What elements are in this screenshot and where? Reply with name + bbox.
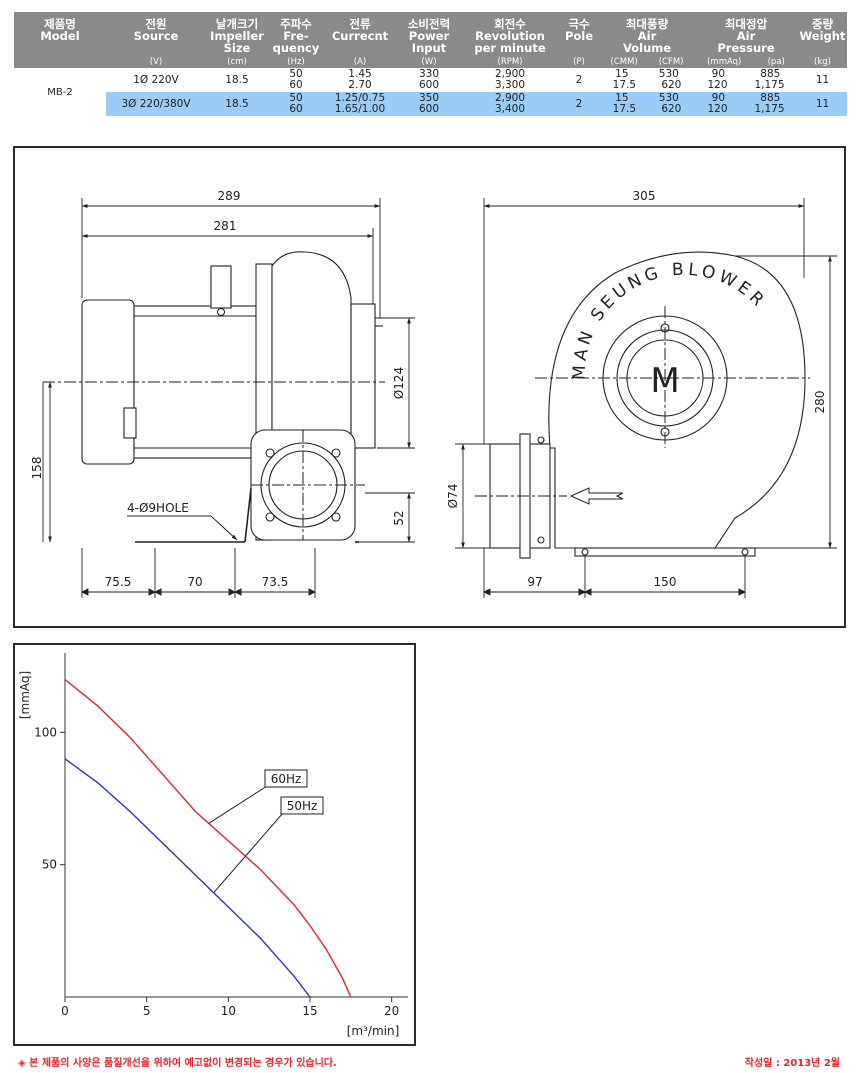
size-cell: 18.5: [225, 73, 249, 86]
dim-height-right: 280: [813, 391, 827, 414]
x-tick-label: 5: [143, 1004, 151, 1018]
hole-label: 4-Ø9HOLE: [127, 501, 189, 515]
dim-outlet-dia: Ø124: [392, 367, 406, 399]
footer-note: ◈ 본 제품의 사양은 품질개선을 위하여 예고없이 변경되는 경우가 있습니다…: [18, 1058, 337, 1069]
dim-base-a: 75.5: [105, 575, 132, 589]
performance-chart: 0 5 10 15 20 50 100 60Hz 50Hz [mmAq] [m³/min]: [13, 643, 416, 1046]
blower-housing: [271, 251, 352, 449]
y-tick-label: 50: [42, 858, 57, 872]
weight-cell: 11: [815, 73, 830, 86]
legend-label: 50Hz: [287, 799, 318, 813]
dim-overall-length: 289: [218, 189, 241, 203]
dim-base-d: 97: [527, 575, 542, 589]
drawing-svg: 289 281 158 Ø124 52 4-Ø9HOLE 75.5 70 73.…: [30, 189, 837, 598]
callout-box: [280, 796, 324, 815]
dim-base-e: 150: [654, 575, 677, 589]
source-cell: 3Ø 220/380V: [106, 92, 206, 116]
callout-leader: [213, 812, 284, 894]
m-logo: M: [650, 361, 679, 401]
y-axis-label: [mmAq]: [18, 671, 32, 719]
x-tick-label: 0: [61, 1004, 69, 1018]
x-axis-label: [m³/min]: [347, 1024, 400, 1038]
chart-svg: 0 5 10 15 20 50 100 60Hz 50Hz [mmAq] [m³/min]: [18, 653, 408, 1038]
legend-label: 60Hz: [271, 772, 302, 786]
technical-drawing: 289 281 158 Ø124 52 4-Ø9HOLE 75.5 70 73.…: [13, 146, 846, 628]
x-tick-label: 20: [384, 1004, 399, 1018]
dim-body-length: 281: [214, 219, 237, 233]
source-cell: 1Ø 220V: [133, 73, 179, 86]
side-view: [81, 251, 383, 543]
pole-cell: 2: [558, 92, 600, 116]
dim-inlet-dia: Ø74: [446, 484, 460, 509]
x-tick-label: 15: [302, 1004, 317, 1018]
size-cell: 18.5: [206, 92, 268, 116]
terminal-box: [210, 265, 232, 309]
dim-base-b: 70: [187, 575, 202, 589]
dim-foot-height: 52: [392, 510, 406, 525]
dim-height-left: 158: [30, 457, 44, 480]
y-tick-label: 100: [34, 725, 57, 739]
x-tick-label: 10: [221, 1004, 236, 1018]
series-line-50hz: [64, 758, 311, 998]
series-line-60hz: [64, 678, 352, 998]
callout-box: [264, 769, 308, 788]
pole-cell: 2: [575, 73, 583, 86]
dim-overall-width: 305: [633, 189, 656, 203]
weight-cell: 11: [798, 92, 847, 116]
callout-leader: [208, 785, 268, 824]
model-cell: MB-2: [14, 68, 106, 116]
footer-date: 작성일 : 2013년 2월: [744, 1058, 840, 1069]
dim-base-c: 73.5: [262, 575, 289, 589]
